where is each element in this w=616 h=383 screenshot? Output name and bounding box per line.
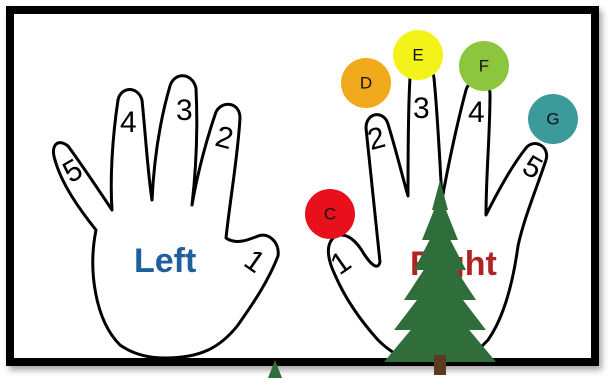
note-g: G [528,94,578,144]
note-f-label: F [479,57,489,76]
left-finger-2: 2 [212,120,237,156]
note-c: C [305,189,355,239]
right-finger-4: 4 [468,96,485,129]
note-e-label: E [412,46,423,65]
note-d: D [341,58,391,108]
left-hand-outline [52,74,280,360]
note-d-label: D [360,74,372,93]
left-hand-label: Left [134,242,196,280]
left-finger-4: 4 [120,106,137,139]
pine-tree-icon [384,180,496,375]
note-e-circle [393,30,443,80]
note-g-label: G [546,110,559,129]
note-f: F [459,41,509,91]
left-finger-3: 3 [176,94,193,127]
right-hand-outline [326,64,549,366]
note-c-circle [305,189,355,239]
left-finger-5: 5 [57,153,88,190]
note-c-label: C [324,205,336,224]
right-finger-3: 3 [413,92,430,125]
note-f-circle [459,41,509,91]
left-finger-1: 1 [238,243,271,280]
note-e: E [393,30,443,80]
note-d-circle [341,58,391,108]
small-tree-icon [268,360,282,378]
note-g-circle [528,94,578,144]
